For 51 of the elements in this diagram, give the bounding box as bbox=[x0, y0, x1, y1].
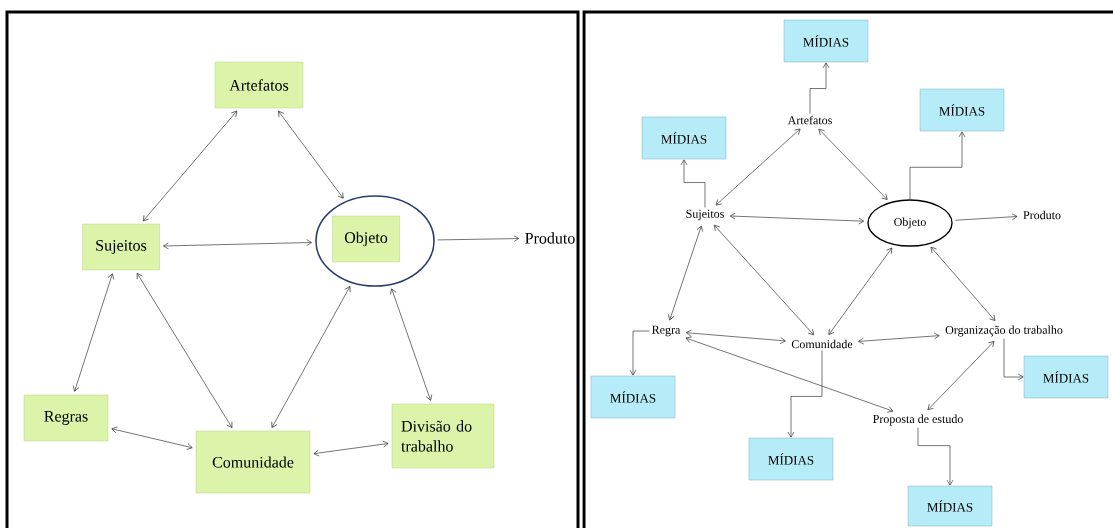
media-box: MÍDIAS bbox=[783, 19, 869, 63]
arrow bbox=[163, 239, 312, 250]
arrow bbox=[271, 286, 351, 428]
arrow bbox=[437, 235, 520, 242]
concept-box: Sujeitos bbox=[82, 223, 160, 271]
arrow bbox=[668, 225, 703, 321]
arrow bbox=[729, 212, 865, 225]
arrow bbox=[111, 426, 193, 450]
arrow bbox=[917, 427, 954, 486]
concept-box: Comunidade bbox=[195, 430, 311, 494]
arrow bbox=[72, 273, 115, 392]
concept-label: Artefatos bbox=[787, 115, 832, 125]
ellipse-outline bbox=[315, 195, 435, 287]
arrow bbox=[787, 350, 823, 438]
concept-label: Produto bbox=[525, 232, 575, 244]
concept-box: Artefatos bbox=[214, 61, 304, 109]
concept-box: Objeto bbox=[332, 215, 400, 263]
arrow bbox=[713, 224, 815, 336]
arrow bbox=[818, 128, 888, 200]
arrow bbox=[858, 332, 940, 345]
arrow bbox=[809, 62, 830, 114]
concept-label: Organização do trabalho bbox=[945, 325, 1063, 337]
concept-label: Comunidade bbox=[791, 339, 853, 349]
arrow bbox=[955, 213, 1018, 221]
arrow bbox=[278, 110, 344, 199]
arrow bbox=[390, 288, 433, 401]
arrow bbox=[313, 440, 389, 457]
concept-label: Produto bbox=[1023, 210, 1061, 220]
arrow bbox=[715, 128, 801, 206]
media-box: MÍDIAS bbox=[919, 88, 1005, 132]
media-box: MÍDIAS bbox=[590, 375, 676, 419]
concept-label: Sujeitos bbox=[686, 209, 724, 221]
arrow bbox=[680, 159, 706, 208]
media-box: MÍDIAS bbox=[1023, 355, 1109, 399]
concept-box: Regras bbox=[23, 394, 109, 442]
arrow bbox=[930, 246, 996, 321]
arrow bbox=[629, 330, 650, 376]
arrow bbox=[136, 273, 233, 429]
media-box: MÍDIAS bbox=[907, 485, 993, 527]
media-box: MÍDIAS bbox=[641, 116, 727, 160]
arrow bbox=[828, 247, 893, 335]
arrow bbox=[142, 110, 238, 222]
arrow bbox=[685, 329, 786, 344]
concept-label: Regra bbox=[652, 325, 681, 337]
media-box: MÍDIAS bbox=[748, 437, 834, 481]
arrow bbox=[909, 131, 966, 200]
arrow bbox=[1003, 338, 1024, 381]
concept-box: Divisão do trabalho bbox=[391, 403, 495, 469]
arrow bbox=[927, 340, 995, 411]
arrow bbox=[685, 336, 894, 413]
concept-label: Proposta de estudo bbox=[873, 414, 963, 426]
